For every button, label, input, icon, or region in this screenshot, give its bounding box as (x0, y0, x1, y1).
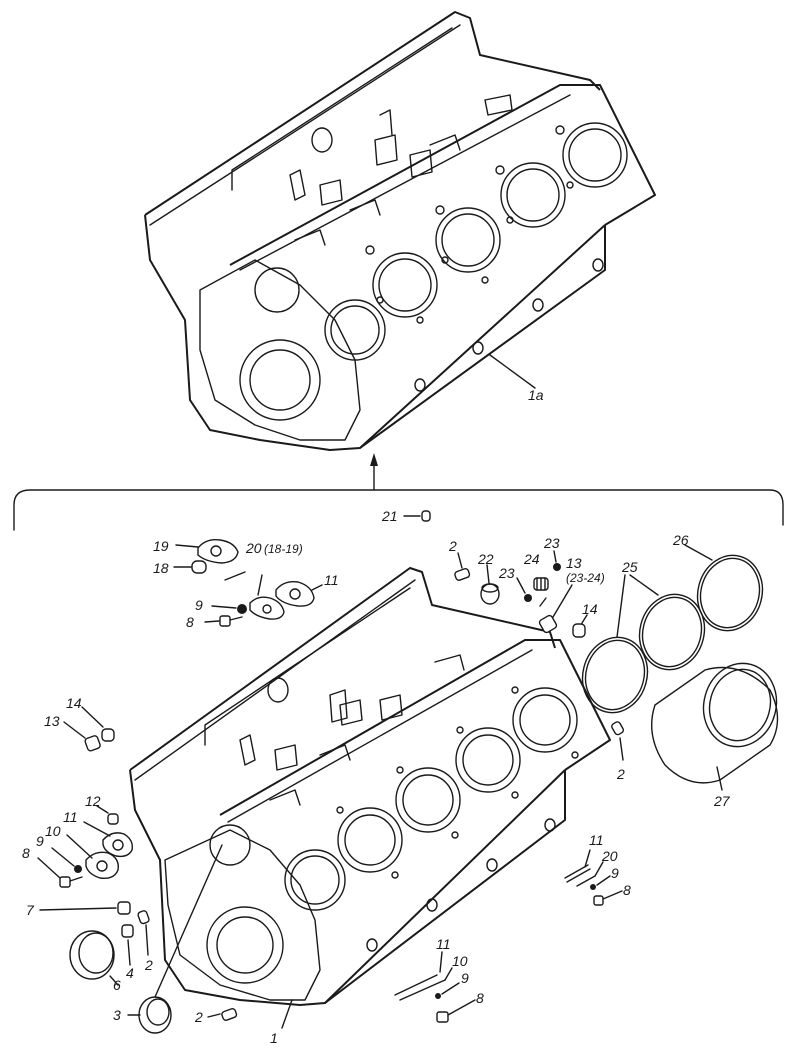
label-23b: 23 (543, 535, 560, 551)
label-8c: 8 (623, 882, 631, 898)
part-11-gasket-d (394, 951, 443, 996)
part-9-washer-d (435, 982, 460, 999)
part-23-nut-b (553, 550, 561, 571)
part-20-gasket (224, 571, 285, 620)
label-14a: 14 (582, 601, 598, 617)
label-24: 24 (523, 551, 540, 567)
label-9b: 9 (36, 833, 44, 849)
label-11c: 11 (589, 832, 604, 848)
label-2b: 2 (616, 766, 625, 782)
label-26: 26 (672, 532, 689, 548)
part-11-gasket-a (275, 580, 323, 607)
part-8-bolt-d (436, 999, 476, 1023)
label-2d: 2 (194, 1009, 203, 1025)
part-13-plug-b (63, 721, 101, 752)
part-18-plug (173, 560, 207, 574)
part-22-bushing (480, 564, 500, 605)
part-9-washer-c (590, 875, 611, 890)
part-20-gasket-b (576, 861, 604, 887)
part-8-bolt-a (204, 615, 243, 627)
part-13-valve-assembly (538, 584, 573, 634)
part-2-dowel-b (611, 721, 625, 761)
part-25-seal-rings (581, 574, 706, 714)
upper-cylinder-block (144, 11, 656, 451)
label-6: 6 (113, 977, 121, 993)
label-20b: 20 (601, 848, 618, 864)
part-11-gasket-c (564, 849, 591, 883)
label-1a: 1a (528, 387, 544, 403)
part-26-seal-ring (684, 544, 764, 632)
part-2-dowel-c (137, 910, 150, 956)
part-14-plug-a (572, 614, 588, 638)
label-11b: 11 (63, 809, 78, 825)
label-9d: 9 (461, 970, 469, 986)
label-12: 12 (85, 793, 101, 809)
label-1: 1 (270, 1030, 278, 1046)
label-22: 22 (477, 551, 494, 567)
label-7: 7 (26, 902, 35, 918)
part-9-washer-a (211, 604, 247, 614)
part-24-spring (533, 577, 549, 591)
part-10-cover-plate (66, 834, 119, 880)
label-23a: 23 (498, 565, 515, 581)
part-2-dowel-a (454, 552, 471, 581)
label-8a: 8 (186, 614, 194, 630)
lower-cylinder-block (129, 567, 611, 1006)
label-4: 4 (126, 965, 134, 981)
label-21: 21 (381, 508, 398, 524)
label-8d: 8 (476, 990, 484, 1006)
part-27-cylinder-liner (650, 662, 779, 791)
part-1-lower-block-leader (281, 999, 293, 1029)
label-19: 19 (153, 538, 169, 554)
label-9a: 9 (195, 597, 203, 613)
label-25: 25 (621, 559, 638, 575)
explode-bracket (13, 453, 784, 531)
part-23-nut-a (516, 577, 532, 602)
label-10a: 10 (45, 823, 61, 839)
part-6-cap (69, 930, 119, 986)
part-14-plug-b (81, 706, 115, 742)
part-12-plug (96, 805, 119, 825)
label-18: 18 (153, 560, 169, 576)
label-2c: 2 (144, 957, 153, 973)
label-27: 27 (713, 793, 731, 809)
part-2-dowel-d (207, 1007, 238, 1021)
part-10-plate-b (399, 967, 453, 1001)
part-8-bolt-b (37, 857, 83, 888)
part-8-bolt-c (593, 890, 623, 906)
part-21-pin (403, 510, 431, 522)
part-9-washer-b (51, 847, 82, 873)
label-11a: 11 (324, 572, 339, 588)
label-13a: 13 (44, 713, 60, 729)
part-11-gasket-b (83, 821, 134, 858)
label-8b: 8 (22, 845, 30, 861)
label-13b-sub: (23-24) (566, 571, 605, 585)
label-3: 3 (113, 1007, 121, 1023)
label-2a: 2 (448, 538, 457, 554)
label-14b: 14 (66, 695, 82, 711)
label-9c: 9 (611, 865, 619, 881)
label-13b: 13 (566, 555, 582, 571)
label-11d: 11 (436, 936, 451, 952)
label-10b: 10 (452, 953, 468, 969)
part-4-plug (121, 924, 134, 966)
label-20a-sub: (18-19) (264, 542, 303, 556)
part-7-plug (39, 901, 131, 915)
label-20a: 20 (245, 540, 262, 556)
part-19-cover-plate (175, 538, 239, 564)
part-3-bushing (127, 844, 223, 1034)
